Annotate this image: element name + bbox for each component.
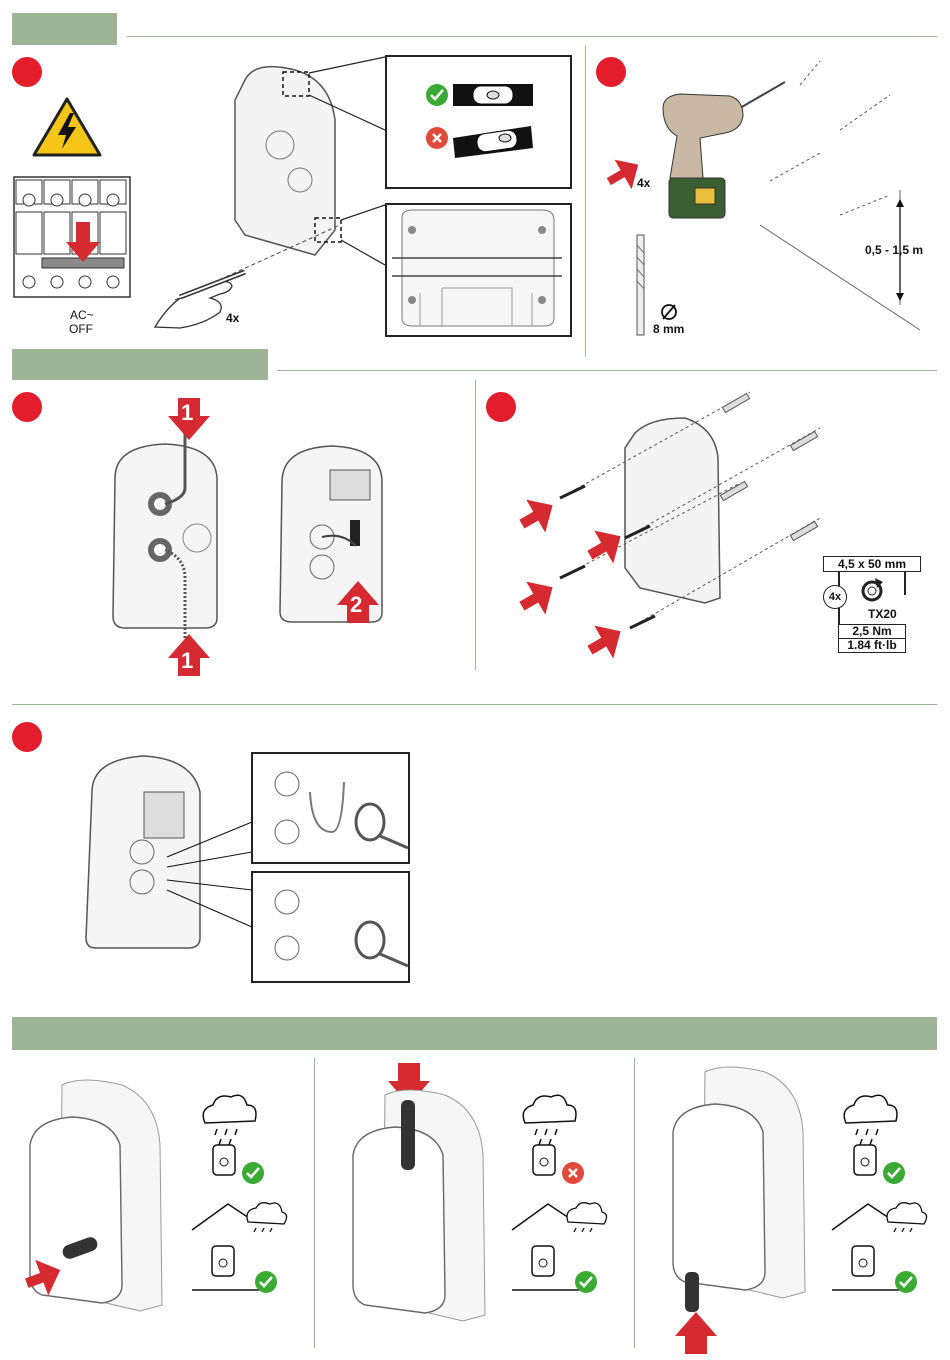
red-push-arrow (518, 496, 558, 536)
torx-rotate-icon (857, 576, 887, 606)
divider-1-2 (585, 45, 586, 357)
wall-drill-holes-drawing (760, 55, 940, 340)
red-push-arrow (518, 578, 558, 618)
mount-height-label: 0,5 - 1,5 m (865, 243, 923, 257)
step-marker-3 (12, 392, 42, 422)
section-rule-3 (12, 704, 937, 705)
drill-bit-icon (633, 235, 648, 340)
driver-label: TX20 (868, 607, 897, 621)
screw-size-box: 4,5 x 50 mm (823, 556, 921, 572)
arrow-2-label: 2 (350, 592, 362, 618)
divider-3-4 (475, 380, 476, 670)
spirit-level-ok-icon (425, 80, 535, 110)
rain-outdoor-icon (836, 1093, 911, 1188)
spec-bracket-right (904, 571, 906, 595)
wallbox-bottom-entry-drawing (665, 1062, 815, 1312)
mark-count-label: 4x (226, 311, 239, 325)
rain-outdoor-icon (195, 1093, 270, 1188)
torque-ftlb-box: 1.84 ft·lb (838, 638, 906, 653)
section-header-2 (12, 349, 268, 380)
red-push-arrow (586, 527, 626, 567)
rain-indoor-icon (190, 1200, 285, 1295)
red-push-arrow (586, 622, 626, 662)
rain-outdoor-icon (515, 1093, 590, 1188)
cable-entry-left-drawing (105, 438, 230, 633)
step-marker-4 (486, 392, 516, 422)
level-callout (385, 55, 572, 189)
screw-count-badge: 4x (823, 585, 847, 609)
wallbox-cable-tie-drawing (82, 752, 402, 988)
rain-indoor-icon (510, 1200, 605, 1295)
divider-opt-2-3 (634, 1058, 635, 1348)
drill-bit-diameter-label: 8 mm (653, 322, 684, 336)
wallbox-screws-drawing (540, 388, 830, 658)
red-push-arrow (24, 1258, 64, 1298)
diameter-symbol-icon (660, 303, 678, 321)
wallbox-top-entry-drawing (345, 1085, 495, 1325)
torque-nm-box: 2,5 Nm (838, 624, 906, 639)
rain-indoor-icon (830, 1200, 925, 1295)
step-marker-5 (12, 722, 42, 752)
step-marker-2 (596, 57, 626, 87)
spirit-level-bad-icon (425, 124, 535, 160)
section-header-3 (12, 1017, 937, 1050)
drill-count-label: 4x (637, 176, 650, 190)
divider-opt-1-2 (314, 1058, 315, 1348)
red-arrow-up-bottom (675, 1312, 717, 1354)
section-rule-2 (277, 370, 937, 371)
arrow-1-top-label: 1 (181, 400, 193, 426)
arrow-1-bottom-label: 1 (181, 648, 193, 674)
mounting-hole-detail-drawing (392, 208, 562, 328)
